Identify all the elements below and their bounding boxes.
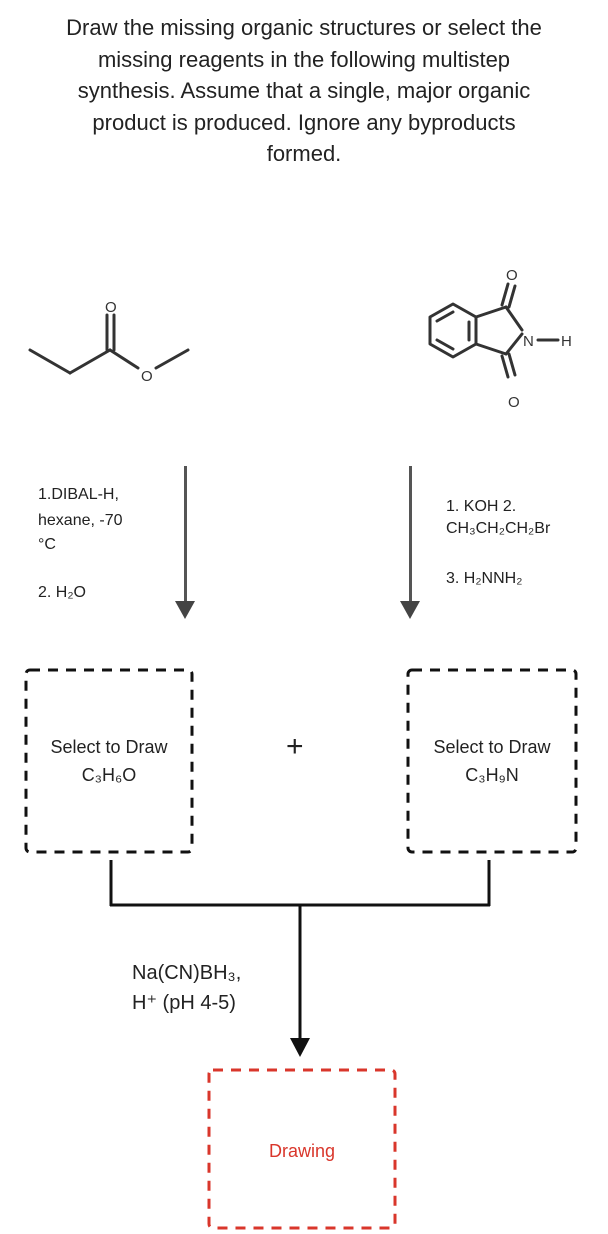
prompt-line: formed.: [266, 141, 342, 166]
dashed-border: [24, 668, 194, 854]
right-reagent-step3: 3. H₂NNH₂: [446, 570, 523, 587]
ester-oxygen-label: O: [141, 368, 153, 385]
formula-text: C₃H₆O: [81, 765, 137, 785]
top-oxygen-label: O: [506, 267, 518, 284]
dashed-border: [207, 1068, 397, 1230]
final-product-drawing-box[interactable]: Drawing: [207, 1068, 397, 1234]
carbonyl-oxygen-label: O: [105, 299, 117, 316]
reagent-line: hexane, -70: [38, 512, 123, 529]
right-product-select-box[interactable]: Select to Draw C₃H₉N: [406, 668, 578, 854]
reagent-line: CH₃CH₂CH₂Br: [446, 520, 551, 537]
phthalimide-structure: O O N H: [428, 267, 572, 411]
question-prompt: Draw the missing organic structures or s…: [20, 12, 588, 170]
select-to-draw-text: Select to Draw: [433, 737, 551, 757]
left-reaction-arrow-shaft: [184, 466, 187, 601]
left-reagents: 1.DIBAL-H, hexane, -70 °C: [38, 484, 123, 556]
nitrogen-label: N: [523, 333, 534, 350]
bottom-oxygen-label: O: [508, 394, 520, 411]
reagent-line: 1.DIBAL-H,: [38, 486, 119, 503]
right-reagents: 1. KOH 2. CH₃CH₂CH₂Br: [446, 496, 550, 540]
select-box-label: Select to Draw C₃H₉N: [433, 733, 550, 789]
hydrogen-label: H: [561, 333, 572, 350]
reagent-line: H⁺ (pH 4-5): [132, 992, 236, 1014]
drawing-label: Drawing: [268, 1141, 336, 1161]
formula-text: C₃H₉N: [465, 765, 519, 785]
dashed-border: [406, 668, 578, 854]
prompt-line: missing reagents in the following multis…: [97, 46, 511, 72]
right-reaction-arrow-shaft: [409, 466, 412, 601]
prompt-line: synthesis. Assume that a single, major o…: [77, 78, 531, 103]
prompt-line: product is produced. Ignore any byproduc…: [92, 109, 516, 135]
left-arrowhead: [175, 601, 195, 619]
reagent-line: 1. KOH 2.: [446, 498, 517, 515]
reductive-amination-reagents: Na(CN)BH₃, H⁺ (pH 4-5): [132, 958, 241, 1018]
right-arrowhead: [400, 601, 420, 619]
select-box-label: Select to Draw C₃H₆O: [50, 733, 167, 789]
left-product-select-box[interactable]: Select to Draw C₃H₆O: [24, 668, 194, 854]
prompt-line: Draw the missing organic structures or s…: [66, 15, 542, 40]
reagent-line: °C: [38, 536, 56, 553]
select-to-draw-text: Select to Draw: [50, 737, 168, 757]
starting-ester-structure: O O: [28, 299, 190, 385]
reagent-line: Na(CN)BH₃,: [132, 962, 242, 984]
plus-sign: +: [286, 730, 304, 763]
left-reagent-step2: 2. H₂O: [38, 584, 86, 601]
